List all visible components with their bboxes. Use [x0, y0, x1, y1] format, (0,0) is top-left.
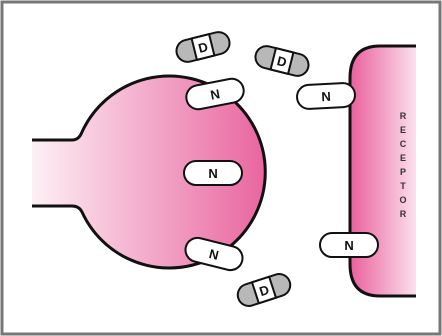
receptor-letter: E	[400, 153, 406, 163]
neurotransmitter-pill: N	[296, 82, 355, 109]
receptor-cell	[350, 46, 416, 296]
neurotransmitter-label: N	[208, 166, 217, 181]
receptor-letter: E	[400, 125, 406, 135]
neurotransmitter-label: N	[321, 89, 331, 104]
receptor-letter: R	[400, 209, 407, 219]
receptor-letter: R	[400, 111, 407, 121]
neurotransmitter-label: N	[344, 238, 353, 253]
receptor-letter: C	[400, 139, 407, 149]
receptor-letter: T	[400, 181, 406, 191]
neurotransmitter-pill: N	[320, 233, 378, 257]
neurotransmitter-pill: N	[184, 161, 242, 185]
receptor-letter: O	[399, 195, 406, 205]
receptor-letter: P	[400, 167, 406, 177]
